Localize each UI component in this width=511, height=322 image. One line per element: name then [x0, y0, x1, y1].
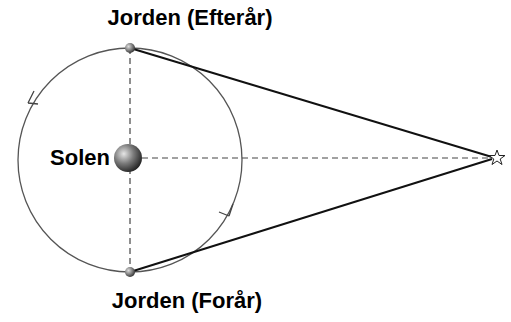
- sight-line: [130, 48, 492, 157]
- sun-label: Solen: [50, 145, 110, 170]
- earth-label: Jorden (Forår): [112, 288, 262, 313]
- sight-line: [130, 159, 492, 272]
- earth-orbit: [18, 48, 242, 272]
- earth-label: Jorden (Efterår): [107, 5, 272, 30]
- direction-arrow: [219, 204, 233, 216]
- earth: [125, 43, 135, 53]
- star: [489, 150, 505, 165]
- direction-arrow: [28, 91, 38, 104]
- sun: [114, 144, 142, 172]
- dashed-baseline: [142, 157, 490, 158]
- earth: [125, 267, 135, 277]
